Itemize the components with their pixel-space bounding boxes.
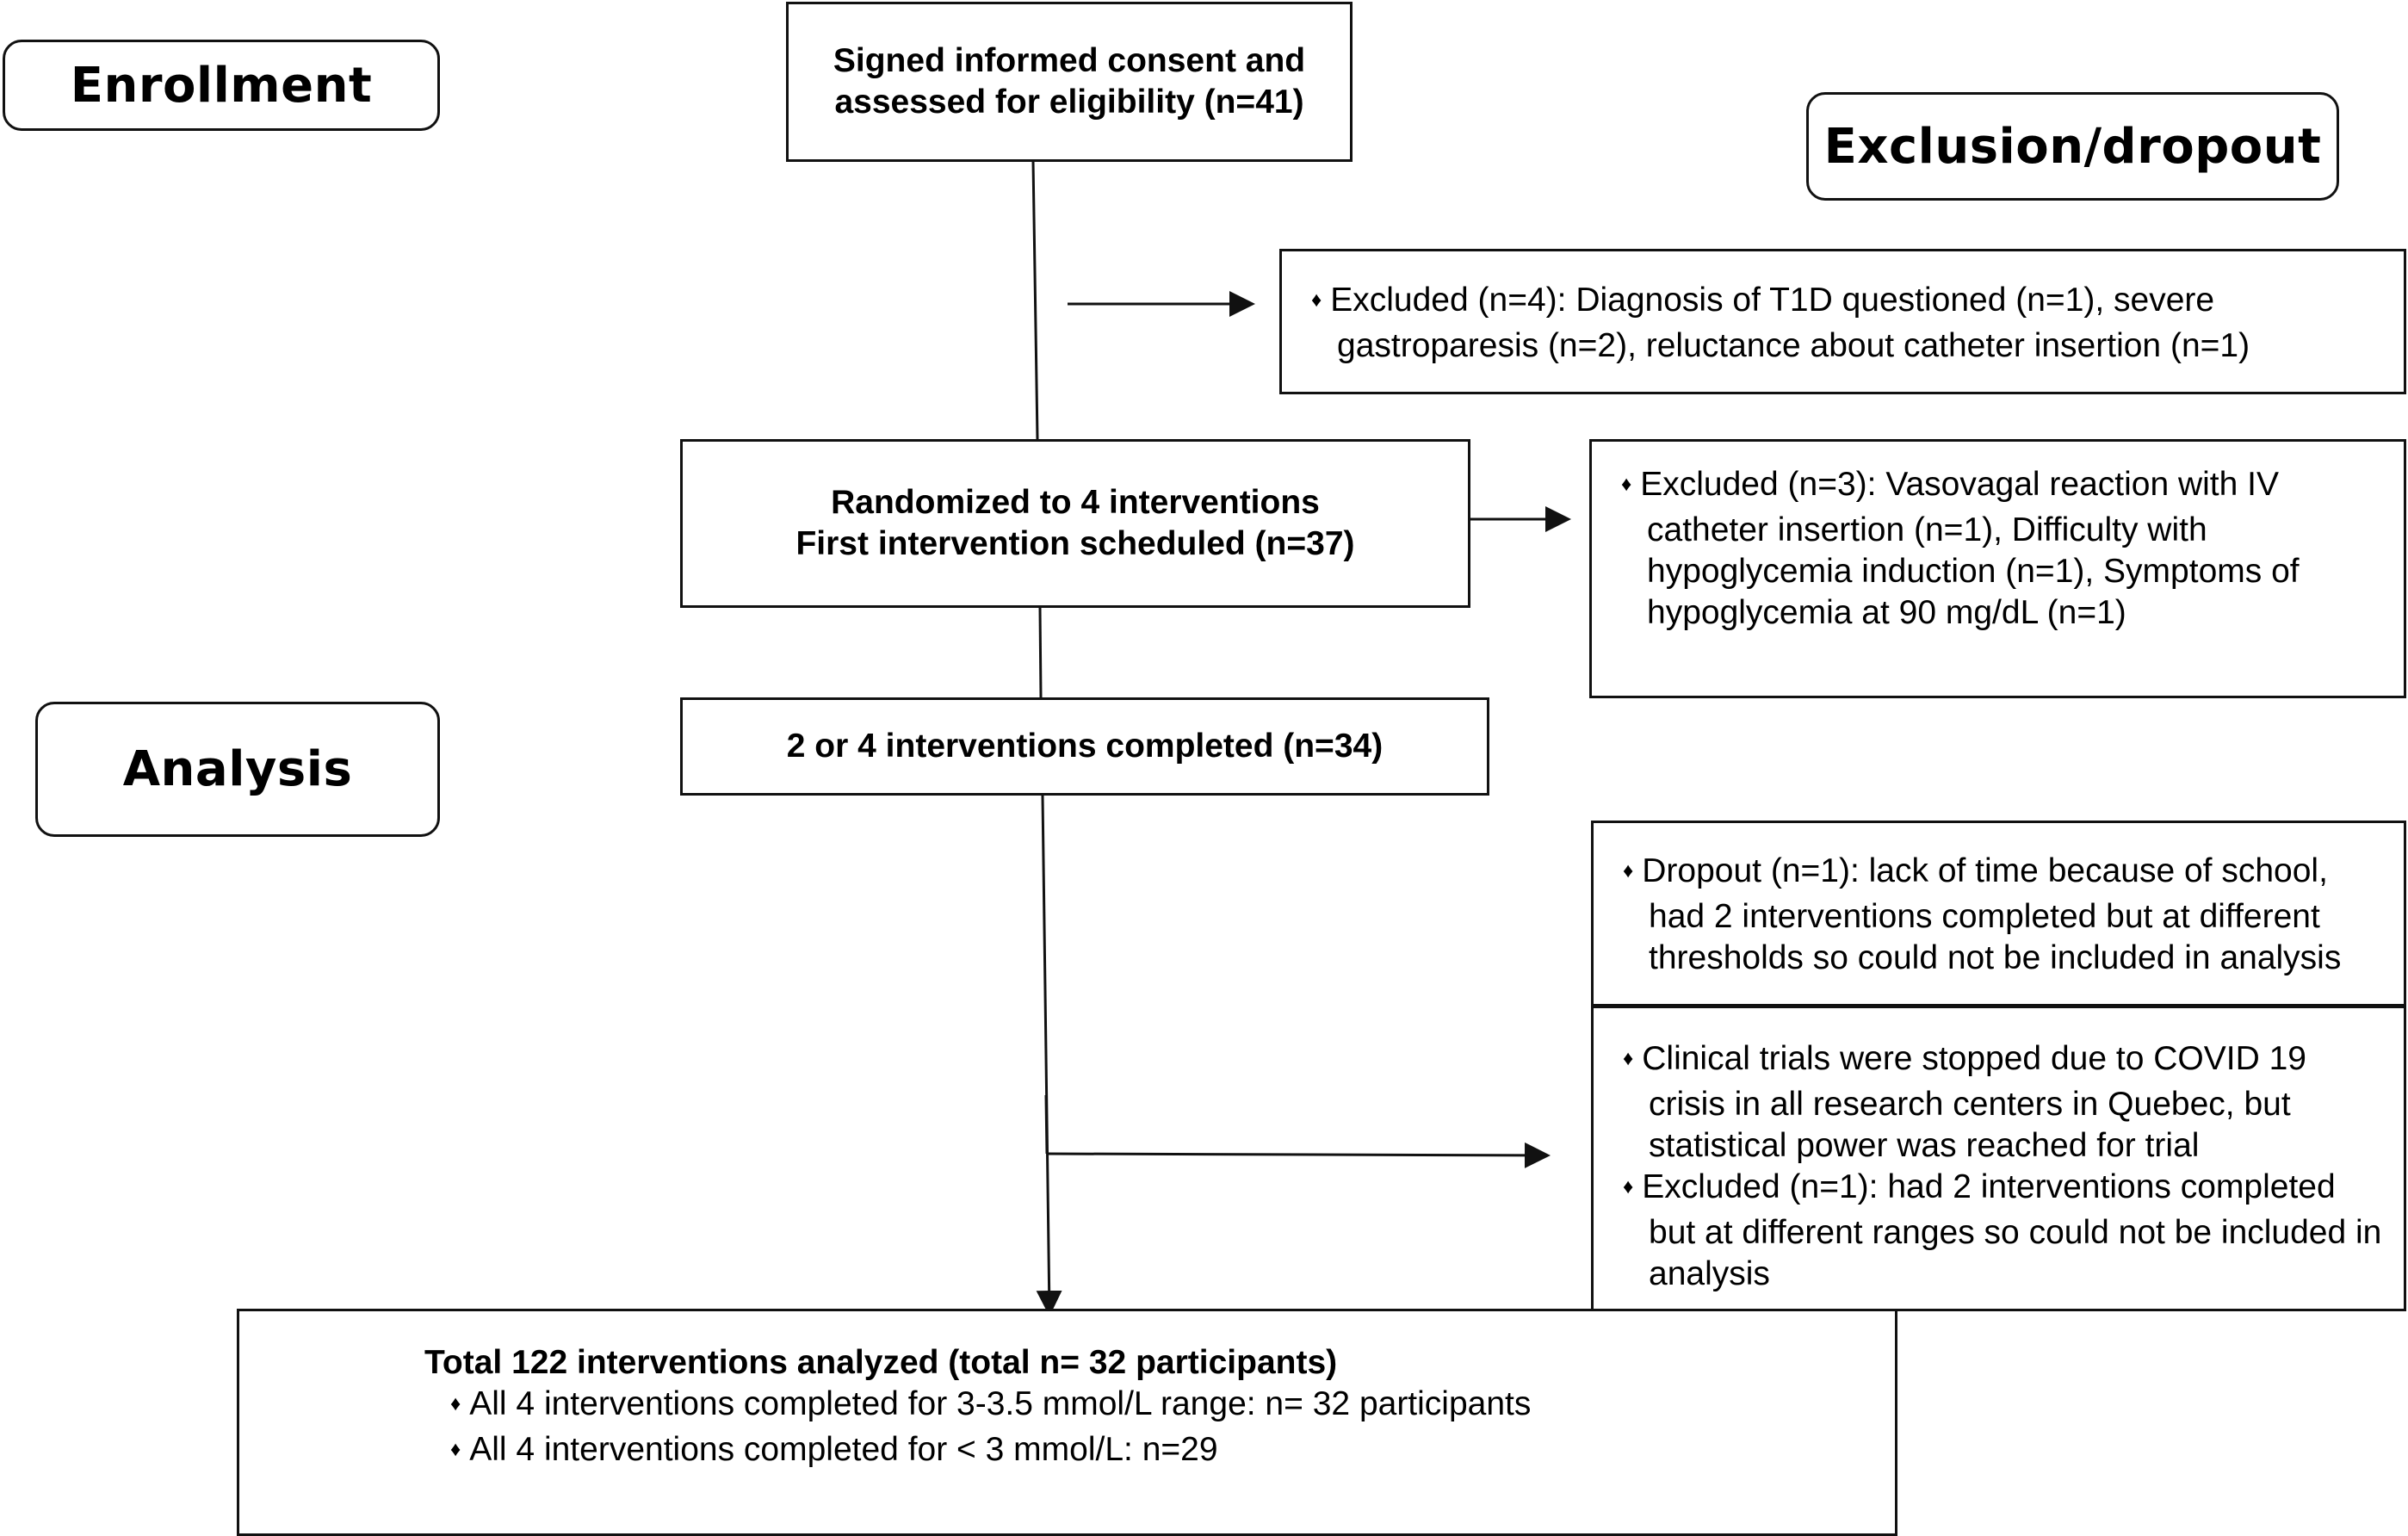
covid-text: Clinical trials were stopped due to COVI… [1642,1040,2306,1164]
consent-line-2: assessed for eligibility (n=41) [834,84,1304,121]
second-exclusion-text: Excluded (n=3): Vasovagal reaction with … [1640,466,2300,631]
first-exclusion-item: ♦ Excluded (n=4): Diagnosis of T1D questi… [1311,280,2386,367]
total-analyzed-box: Total 122 interventions analyzed (total … [237,1309,1897,1536]
arrow-to-covid-box [1046,1142,1551,1168]
first-exclusion-text: Excluded (n=4): Diagnosis of T1D questio… [1330,282,2250,364]
first-exclusion-box: ♦ Excluded (n=4): Diagnosis of T1D questi… [1279,249,2406,394]
connector-completed-to-total [1036,795,1062,1316]
covid-box: ♦ Clinical trials were stopped due to COV… [1591,1006,2406,1311]
diamond-bullet-icon: ♦ [1623,859,1634,883]
diamond-bullet-icon: ♦ [1311,288,1322,312]
consent-box: Signed informed consent and assessed for… [786,2,1353,162]
total-item-2-text: All 4 interventions completed for < 3 mm… [469,1431,1218,1468]
completed-box: 2 or 4 interventions completed (n=34) [680,697,1489,796]
analysis-text: Analysis [122,741,353,797]
dropout-text: Dropout (n=1): lack of time because of s… [1642,852,2342,976]
diamond-bullet-icon: ♦ [1623,1047,1634,1070]
enrollment-stage-label: Enrollment [3,40,440,131]
randomized-line-2: First intervention scheduled (n=37) [795,525,1355,562]
total-item-1-text: All 4 interventions completed for 3-3.5 … [469,1385,1532,1422]
covid-item: ♦ Clinical trials were stopped due to COV… [1623,1038,2386,1167]
diamond-bullet-icon: ♦ [1621,473,1632,496]
covid-exclusion-text: Excluded (n=1): had 2 interventions comp… [1642,1168,2382,1292]
completed-text: 2 or 4 interventions completed (n=34) [786,728,1384,765]
enrollment-text: Enrollment [70,57,373,114]
total-item-1: ♦ All 4 interventions completed for 3-3.5… [424,1384,1878,1429]
consent-line-1: Signed informed consent and [833,42,1306,79]
diamond-bullet-icon: ♦ [450,1438,461,1461]
total-title: Total 122 interventions analyzed (total … [424,1344,1338,1381]
dropout-item: ♦ Dropout (n=1): lack of time because of … [1623,851,2386,979]
randomized-box: Randomized to 4 interventions First inte… [680,439,1470,608]
second-exclusion-box: ♦ Excluded (n=3): Vasovagal reaction with… [1589,439,2406,698]
connector-branch-stub [1044,1094,1049,1155]
exclusion-dropout-stage-label: Exclusion/dropout [1806,92,2339,201]
randomized-line-1: Randomized to 4 interventions [831,484,1320,521]
analysis-stage-label: Analysis [35,702,440,837]
second-exclusion-item: ♦ Excluded (n=3): Vasovagal reaction with… [1621,464,2386,634]
connector-randomized-to-completed [1038,607,1043,698]
exclusion-dropout-text: Exclusion/dropout [1823,118,2322,175]
dropout-box: ♦ Dropout (n=1): lack of time because of … [1591,821,2406,1006]
connector-consent-to-randomized [1031,159,1039,440]
diamond-bullet-icon: ♦ [1623,1175,1634,1198]
diamond-bullet-icon: ♦ [450,1392,461,1415]
total-item-2: ♦ All 4 interventions completed for < 3 m… [424,1429,1878,1475]
covid-exclusion-item: ♦ Excluded (n=1): had 2 interventions com… [1623,1167,2386,1295]
